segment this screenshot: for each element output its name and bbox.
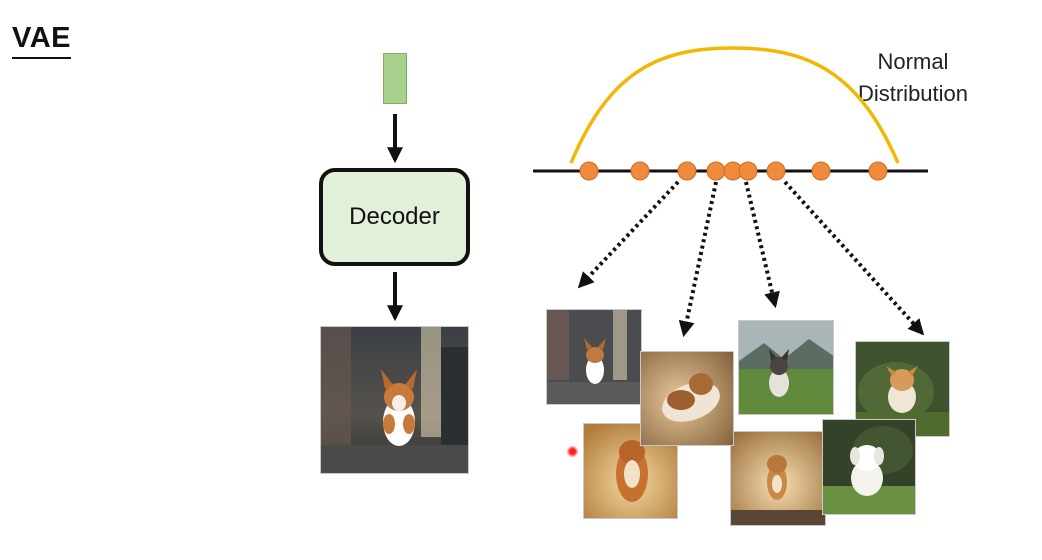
generated-image-dog-dust-brown [640,351,734,446]
dotted-arrow-1 [577,180,680,289]
distribution-label-line1: Normal [877,49,949,74]
sample-point [766,161,786,181]
laser-pointer-dot [567,446,578,457]
sample-points [579,161,888,181]
distribution-label: Normal Distribution [838,46,988,110]
sample-point [811,161,831,181]
generated-image-husky-meadow [738,320,834,415]
distribution-label-line2: Distribution [857,81,969,106]
sample-point [868,161,888,181]
generated-image-dog-street [546,309,642,405]
sample-point [579,161,599,181]
decoder-label: Decoder [349,203,440,230]
decoder-box: Decoder [319,168,470,266]
normal-distribution-curve [569,46,900,164]
slide-title: VAE [12,22,71,59]
sample-point [677,161,697,181]
sample-point [630,161,650,181]
dotted-arrow-3 [744,181,780,309]
decoder-output-image [320,326,469,474]
dotted-arrow-4 [783,180,925,336]
sample-point [706,161,726,181]
sample-point [738,161,758,181]
generated-image-white-dog-grass [822,419,916,515]
latent-vector [383,53,407,104]
dotted-arrow-2 [678,181,718,338]
generated-image-dog-dust-road [730,431,826,526]
